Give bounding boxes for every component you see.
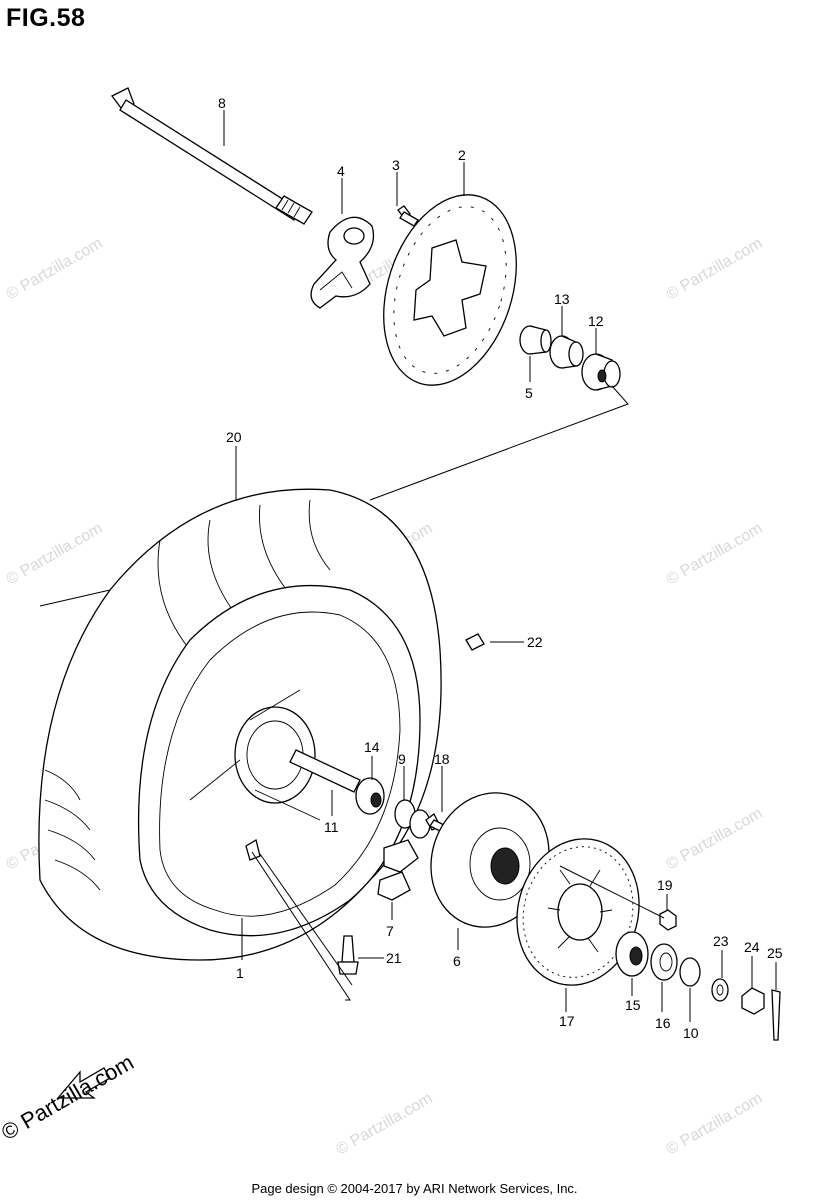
callout-17[interactable]: 17 <box>559 1013 575 1029</box>
part-cush-damper[interactable] <box>377 839 419 901</box>
callout-labels: 8 4 3 2 13 12 5 20 22 14 9 18 11 7 6 21 … <box>218 95 783 1041</box>
callout-25[interactable]: 25 <box>767 945 783 961</box>
part-nut-19[interactable] <box>659 909 677 931</box>
part-collar-9[interactable] <box>394 799 431 839</box>
front-arrow-icon <box>56 1067 111 1099</box>
part-bearing-15[interactable] <box>615 931 649 977</box>
watermark: © Partzilla.com <box>4 235 106 304</box>
callout-19[interactable]: 19 <box>657 877 673 893</box>
part-brake-disc[interactable] <box>361 178 539 403</box>
callout-4[interactable]: 4 <box>337 163 345 179</box>
part-spacer-11[interactable] <box>289 749 361 793</box>
callout-16[interactable]: 16 <box>655 1015 671 1031</box>
part-axle[interactable] <box>111 87 313 225</box>
callout-21[interactable]: 21 <box>386 950 402 966</box>
callout-5[interactable]: 5 <box>525 385 533 401</box>
callout-12[interactable]: 12 <box>588 313 604 329</box>
part-caliper-bracket[interactable] <box>310 216 375 309</box>
part-sprocket-drum[interactable] <box>414 777 566 942</box>
part-wheel-rim[interactable] <box>137 584 421 937</box>
part-bearing-14[interactable] <box>355 777 385 815</box>
watermark: © Partzilla.com <box>664 1090 766 1159</box>
part-seal-16[interactable] <box>650 943 678 981</box>
callout-6[interactable]: 6 <box>453 953 461 969</box>
part-rear-sprocket[interactable] <box>501 825 655 999</box>
part-spacer-10[interactable] <box>679 957 701 987</box>
watermark: © Partzilla.com <box>4 520 106 589</box>
callout-13[interactable]: 13 <box>554 291 570 307</box>
callout-20[interactable]: 20 <box>226 429 242 445</box>
part-bearing-13[interactable] <box>549 335 584 369</box>
part-balancer-22[interactable] <box>465 633 485 651</box>
callout-9[interactable]: 9 <box>398 751 406 767</box>
callout-2[interactable]: 2 <box>458 147 466 163</box>
callout-3[interactable]: 3 <box>392 157 400 173</box>
callout-8[interactable]: 8 <box>218 95 226 111</box>
page-footer: Page design © 2004-2017 by ARI Network S… <box>251 1181 578 1196</box>
part-collar-5[interactable] <box>519 325 552 355</box>
watermark: © Partzilla.com <box>664 520 766 589</box>
callout-22[interactable]: 22 <box>527 634 543 650</box>
callout-24[interactable]: 24 <box>744 939 760 955</box>
part-axle-nut-24[interactable] <box>741 987 765 1015</box>
callout-11[interactable]: 11 <box>324 819 339 835</box>
watermark: © Partzilla.com <box>664 235 766 304</box>
callout-15[interactable]: 15 <box>625 997 641 1013</box>
part-cotter-pin-25[interactable] <box>771 989 781 1041</box>
watermark: © Partzilla.com <box>334 1090 436 1159</box>
leader-lines <box>39 110 777 1022</box>
callout-7[interactable]: 7 <box>386 923 394 939</box>
part-valve-21[interactable] <box>337 935 359 975</box>
callout-18[interactable]: 18 <box>434 751 450 767</box>
callout-10[interactable]: 10 <box>683 1025 699 1041</box>
callout-1[interactable]: 1 <box>236 965 244 981</box>
figure-title: FIG.58 <box>6 4 86 32</box>
callout-14[interactable]: 14 <box>364 739 380 755</box>
watermark: © Partzilla.com <box>664 805 766 874</box>
part-washer-23[interactable] <box>711 978 729 1002</box>
part-disc-bolt[interactable] <box>397 205 419 227</box>
part-bearing-12[interactable] <box>581 353 621 391</box>
callout-23[interactable]: 23 <box>713 933 729 949</box>
